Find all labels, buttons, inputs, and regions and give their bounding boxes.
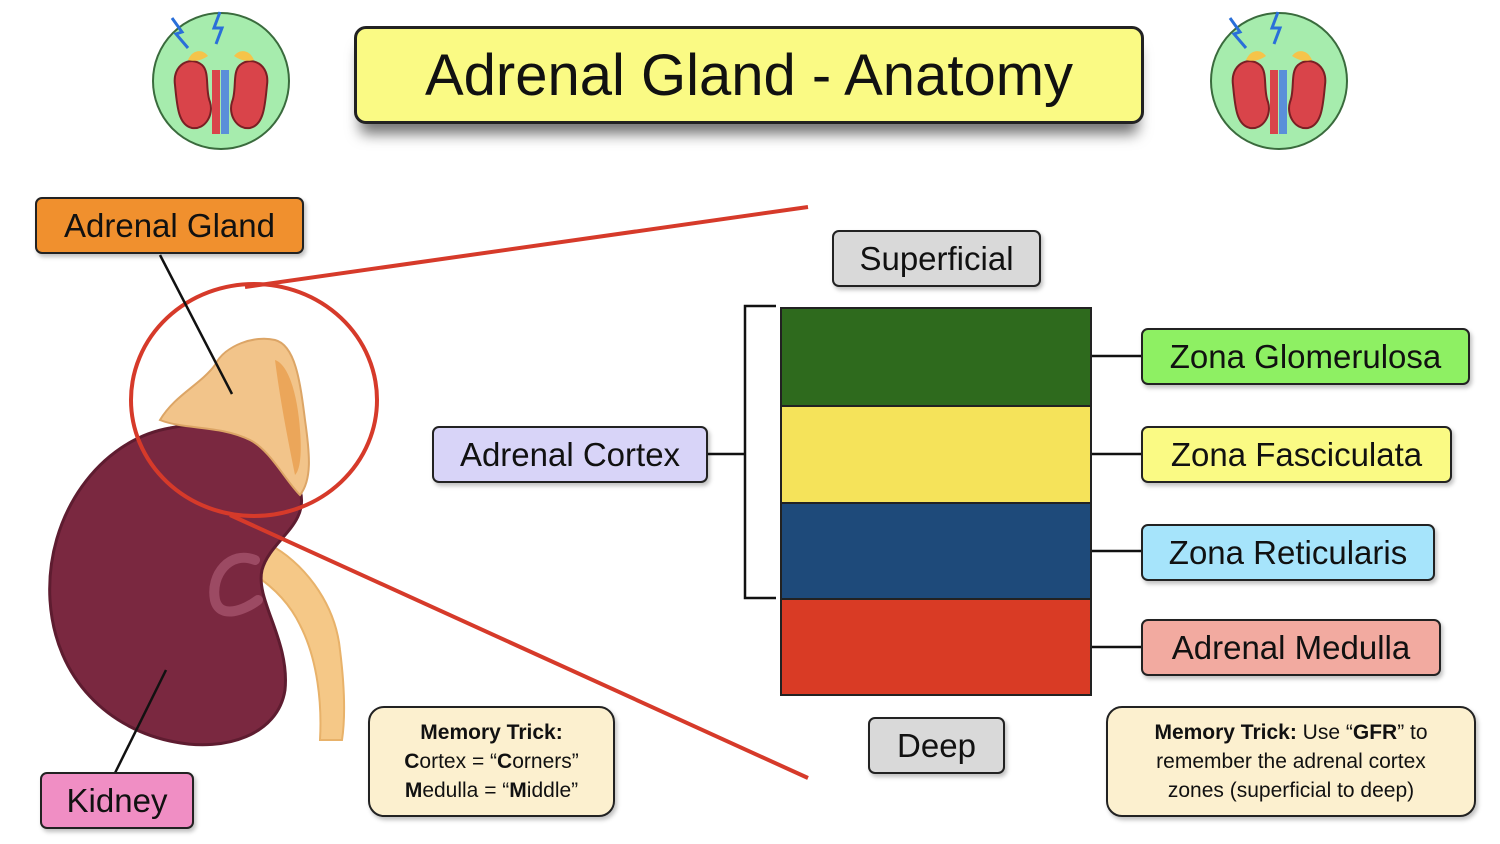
adrenal-medulla-label: Adrenal Medulla	[1141, 619, 1441, 676]
memory-trick-right-line1: Memory Trick: Use “GFR” to	[1154, 721, 1428, 744]
adrenal-gland-label: Adrenal Gland	[35, 197, 304, 254]
memory-trick-right-line2: remember the adrenal cortex	[1156, 750, 1426, 773]
kidney-icon-right	[1208, 10, 1350, 152]
zona-glomerulosa-label: Zona Glomerulosa	[1141, 328, 1470, 385]
kidney-icon-left	[150, 10, 292, 152]
memory-trick-left-line2: Medulla = “Middle”	[404, 779, 579, 802]
zona-reticularis-label: Zona Reticularis	[1141, 524, 1435, 581]
zona-fasciculata-label: Zona Fasciculata	[1141, 426, 1452, 483]
zone-medulla-block	[780, 598, 1092, 696]
kidney-hilum-mark	[209, 552, 263, 617]
zoom-line-bottom	[229, 513, 809, 780]
memory-trick-left-line1: Cortex = “Corners”	[404, 750, 579, 773]
adrenal-gland-shape	[158, 337, 310, 497]
memory-trick-left-heading: Memory Trick:	[420, 721, 563, 744]
memory-trick-right-line3: zones (superficial to deep)	[1167, 779, 1415, 802]
superficial-label: Superficial	[832, 230, 1041, 287]
leader-adrenal-gland	[158, 254, 234, 395]
deep-label: Deep	[868, 717, 1005, 774]
zoom-line-top	[244, 205, 809, 289]
adrenal-cortex-label: Adrenal Cortex	[432, 426, 708, 483]
zone-glomerulosa-block	[780, 307, 1092, 408]
page-title: Adrenal Gland - Anatomy	[354, 26, 1144, 124]
adrenal-gland-highlight	[275, 360, 301, 475]
leader-kidney	[113, 669, 168, 774]
ureter-shape	[253, 543, 346, 741]
cortex-bracket	[743, 304, 776, 600]
zone-reticularis-block	[780, 502, 1092, 601]
kidney-label: Kidney	[40, 772, 194, 829]
kidney-shape	[48, 423, 304, 747]
memory-trick-left: Memory Trick: Cortex = “Corners” Medulla…	[368, 706, 615, 817]
zone-fasciculata-block	[780, 405, 1092, 505]
memory-trick-right: Memory Trick: Use “GFR” to remember the …	[1106, 706, 1476, 817]
